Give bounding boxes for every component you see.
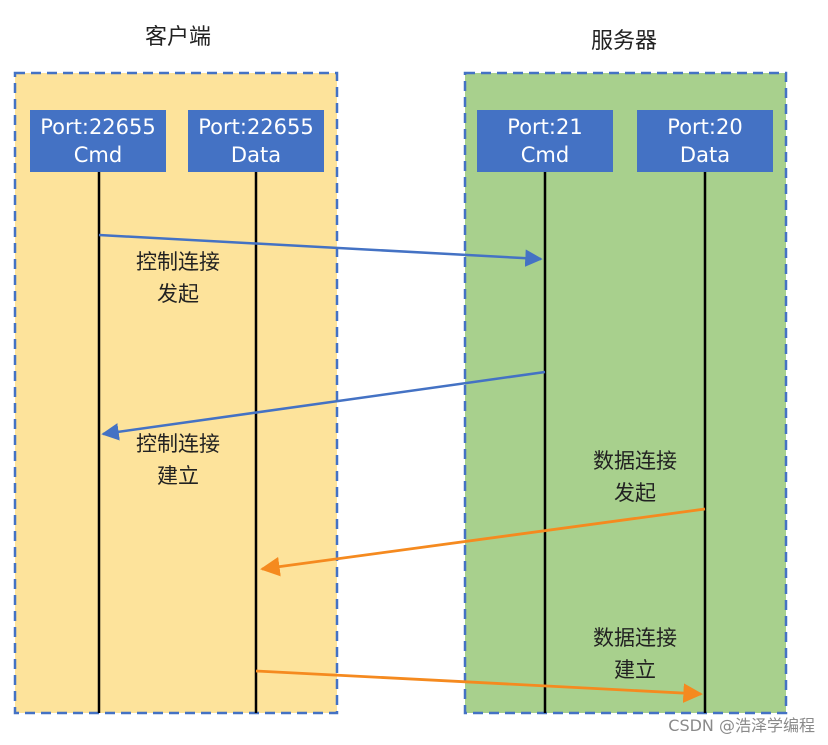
client-cmd-port-line2: Cmd [74,143,122,167]
data-establish-arrow [255,669,703,703]
server-cmd-port-line1: Port:21 [507,115,582,139]
client-title: 客户端 [145,25,211,50]
control-initiate-arrow [98,233,543,267]
server-cmd-port-box: Port:21 Cmd [477,110,613,172]
client-data-port-line2: Data [231,143,281,167]
client-panel [13,71,339,715]
server-title: 服务器 [591,29,657,54]
control-initiate-label-line2: 发起 [157,282,199,306]
server-panel [463,71,788,715]
data-initiate-arrow [260,507,706,577]
control-establish-label-line2: 建立 [157,464,199,488]
client-cmd-port-line1: Port:22655 [40,115,156,139]
csdn-watermark: CSDN @浩泽学编程 [668,716,815,735]
data-establish-label-line2: 建立 [614,658,656,682]
data-initiate-label-line2: 发起 [614,481,656,505]
client-cmd-port-box: Port:22655 Cmd [30,110,166,172]
client-data-port-line1: Port:22655 [198,115,314,139]
control-establish-arrow [101,370,546,441]
client-data-port-box: Port:22655 Data [188,110,324,172]
control-initiate-label-line1: 控制连接 [136,250,220,274]
data-initiate-label-line1: 数据连接 [593,449,677,473]
control-establish-label-line1: 控制连接 [136,432,220,456]
server-data-port-line1: Port:20 [667,115,742,139]
server-cmd-port-line2: Cmd [521,143,569,167]
server-data-port-line2: Data [680,143,730,167]
data-establish-label-line1: 数据连接 [593,626,677,650]
server-data-port-box: Port:20 Data [637,110,773,172]
